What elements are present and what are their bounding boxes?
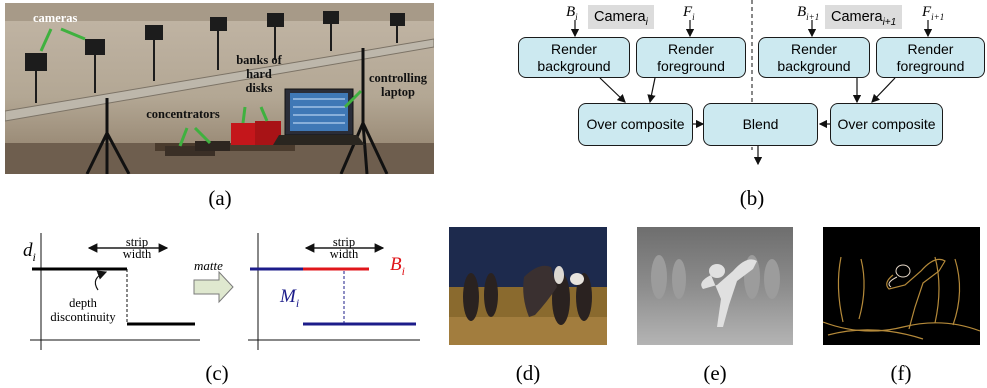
- label-controlling-laptop: controlling laptop: [368, 71, 428, 99]
- b-left-subscript: i: [575, 12, 578, 22]
- b-left-text: B: [566, 4, 576, 20]
- f-left-text: F: [683, 4, 693, 20]
- color-image: [449, 227, 607, 345]
- d-text: d: [23, 240, 33, 261]
- caption-f: (f): [890, 361, 912, 385]
- strip-width-left: strip width: [122, 235, 152, 261]
- label-cameras: cameras: [33, 11, 78, 25]
- pipeline-diagram-connectors: [570, 0, 933, 166]
- caption-e: (e): [703, 361, 727, 385]
- matte-label: matte: [194, 258, 223, 273]
- f-left-subscript: i: [692, 12, 695, 22]
- caption-c: (c): [205, 361, 229, 385]
- camera-i1-text: Camera: [831, 9, 883, 25]
- camera-i1-subscript: i+1: [882, 16, 897, 28]
- label-concentrators: concentrators: [146, 107, 220, 121]
- d-subscript: i: [32, 249, 36, 264]
- render-background-right: Render background: [758, 37, 870, 78]
- boundary-image: [823, 227, 980, 345]
- camera-rig-illustration: [5, 3, 434, 174]
- m-i-label: Mi: [280, 286, 299, 311]
- b-i-subscript: i: [401, 263, 405, 278]
- depth-map-image: [637, 227, 793, 345]
- matting-diagram: [30, 233, 420, 350]
- b-i-text: B: [390, 254, 402, 275]
- f-right-subscript: i+1: [931, 12, 945, 22]
- camera-i-text: Camera: [594, 9, 646, 25]
- m-i-subscript: i: [295, 295, 300, 310]
- label-banks-of-hard-disks: banks of hard disks: [236, 53, 282, 95]
- b-left-symbol: Bi: [566, 4, 578, 22]
- blend-block: Blend: [703, 103, 818, 146]
- caption-b: (b): [739, 186, 765, 210]
- b-i-label: Bi: [390, 254, 405, 279]
- camera-i-subscript: i: [645, 16, 648, 28]
- camera-i1-label: Camerai+1: [825, 5, 903, 29]
- color-image-illustration: [449, 227, 607, 345]
- depth-discontinuity-label: depth discontinuity: [50, 296, 116, 324]
- caption-a: (a): [208, 186, 232, 210]
- f-right-text: F: [922, 4, 932, 20]
- caption-d: (d): [515, 361, 541, 385]
- f-left-symbol: Fi: [683, 4, 695, 22]
- render-foreground-left: Render foreground: [636, 37, 746, 78]
- b-right-symbol: Bi+1: [797, 4, 819, 22]
- render-foreground-right: Render foreground: [876, 37, 985, 78]
- render-background-left: Render background: [518, 37, 630, 78]
- over-composite-right: Over composite: [830, 103, 943, 146]
- f-right-symbol: Fi+1: [922, 4, 944, 22]
- depth-map-illustration: [637, 227, 793, 345]
- b-right-text: B: [797, 4, 807, 20]
- boundary-illustration: [823, 227, 980, 345]
- m-i-text: M: [280, 286, 296, 307]
- b-right-subscript: i+1: [806, 12, 820, 22]
- over-composite-left: Over composite: [578, 103, 693, 146]
- strip-width-right: strip width: [329, 235, 359, 261]
- camera-rig-photo: cameras concentrators banks of hard disk…: [5, 3, 434, 174]
- camera-i-label: Camerai: [588, 5, 654, 29]
- d-i-label: di: [23, 240, 36, 265]
